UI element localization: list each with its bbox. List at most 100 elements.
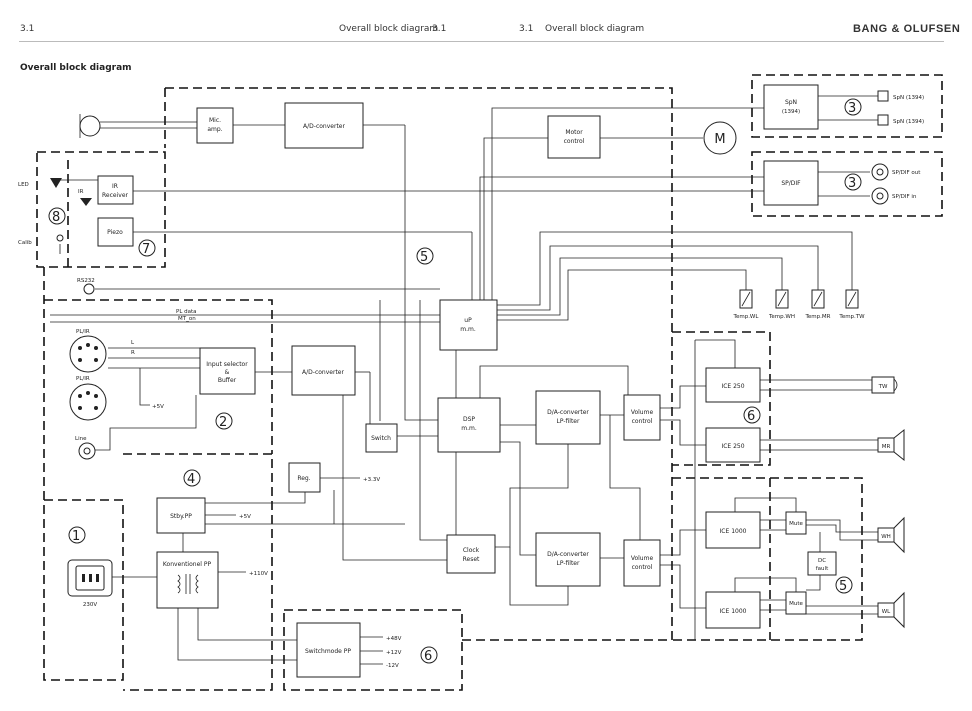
svg-text:Reset: Reset <box>463 556 480 563</box>
svg-text:+110V: +110V <box>249 571 268 577</box>
input-selector-block: Input selector & Buffer <box>199 347 256 395</box>
section-outlines <box>36 74 943 691</box>
svg-text:Switch: Switch <box>371 435 391 442</box>
spn-block: SpN (1394) <box>763 84 819 130</box>
svg-text:LP-filter: LP-filter <box>557 418 580 425</box>
svg-text:Temp.WH: Temp.WH <box>768 314 795 320</box>
svg-text:(1394): (1394) <box>782 109 800 115</box>
mute-block-2: Mute <box>785 591 807 615</box>
standby-psu-block: Stby.PP +5V <box>156 497 251 534</box>
svg-text:SP/DIF in: SP/DIF in <box>892 194 917 200</box>
volume-control-block-1: Volume control <box>623 394 661 441</box>
svg-text:SpN (1394): SpN (1394) <box>893 95 924 101</box>
temp-sensor-tw: Temp.TW <box>838 289 865 320</box>
mt-on-label: MT_on <box>178 316 196 322</box>
svg-text:WH: WH <box>881 534 891 540</box>
svg-text:D/A-converter: D/A-converter <box>547 409 589 416</box>
temp-sensor-mr: Temp.MR <box>805 289 831 320</box>
pl-ir-socket-2: PL/IR <box>69 376 107 421</box>
right-channel-label: R <box>131 350 135 356</box>
svg-text:LED: LED <box>18 182 29 188</box>
svg-text:control: control <box>632 564 653 571</box>
svg-text:ICE 250: ICE 250 <box>721 383 744 390</box>
svg-text:3: 3 <box>848 176 856 191</box>
svg-text:amp.: amp. <box>207 126 222 133</box>
svg-text:3: 3 <box>848 101 856 116</box>
svg-text:230V: 230V <box>83 602 97 608</box>
svg-text:ICE 250: ICE 250 <box>721 443 744 450</box>
svg-text:&: & <box>225 369 230 376</box>
temp-sensor-wh: Temp.WH <box>768 289 795 320</box>
svg-text:Mic.: Mic. <box>209 117 221 124</box>
page-title: Overall block diagram <box>20 63 132 73</box>
switch-block: Switch <box>365 423 398 453</box>
svg-text:fault: fault <box>816 566 829 572</box>
dc-fault-block: DC fault <box>807 551 837 576</box>
svg-text:control: control <box>632 418 653 425</box>
microphone-icon <box>79 114 101 138</box>
ir-receiver-block: IR Receiver <box>97 175 134 205</box>
header-title-2: Overall block diagram <box>545 24 645 34</box>
svg-text:ICE 1000: ICE 1000 <box>720 608 747 615</box>
svg-text:control: control <box>564 138 585 145</box>
svg-text:Clock: Clock <box>463 547 480 554</box>
speaker-wl-icon: WL <box>877 591 905 629</box>
regulator-block: Reg. +3.3V <box>288 462 380 493</box>
plus5v-label-a: +5V <box>152 404 164 410</box>
temp-sensor-wl: Temp.WL <box>733 289 760 320</box>
speaker-mr-icon: MR <box>877 428 905 462</box>
svg-text:Mute: Mute <box>789 601 803 607</box>
calib-button-icon: Calib <box>18 234 64 246</box>
header-section-number-2: 3.1 <box>432 24 447 34</box>
volume-control-block-2: Volume control <box>623 539 661 587</box>
svg-text:M: M <box>714 132 725 147</box>
svg-text:+5V: +5V <box>239 514 251 520</box>
dac-block-1: D/A-converter LP-filter <box>535 390 601 445</box>
spn-connector-1: SpN (1394) <box>877 90 924 102</box>
svg-text:6: 6 <box>424 649 432 664</box>
svg-text:Input selector: Input selector <box>206 361 248 368</box>
svg-text:A/D-converter: A/D-converter <box>303 123 345 130</box>
svg-text:PL/IR: PL/IR <box>76 329 90 335</box>
line-input-jack: Line <box>75 436 96 460</box>
svg-text:4: 4 <box>187 472 195 487</box>
svg-text:Line: Line <box>75 436 87 442</box>
spdif-block: SP/DIF <box>763 160 819 206</box>
brand-logo: BANG & OLUFSEN <box>853 23 961 35</box>
microprocessor-block: uP m.m. <box>439 299 498 351</box>
spn-connector-2: SpN (1394) <box>877 114 924 126</box>
left-channel-label: L <box>131 340 135 346</box>
signal-lines <box>50 95 880 665</box>
svg-text:Temp.WL: Temp.WL <box>733 314 760 320</box>
section-numbers: 3 3 8 7 5 2 4 1 6 5 6 <box>48 98 862 664</box>
svg-text:+3.3V: +3.3V <box>363 477 380 483</box>
svg-text:-12V: -12V <box>386 663 399 669</box>
adc-top-block: A/D-converter <box>284 102 364 149</box>
svg-text:A/D-converter: A/D-converter <box>302 369 344 376</box>
piezo-block: Piezo <box>97 217 134 247</box>
rs232-connector: RS232 <box>77 278 95 295</box>
ice250-amp-2: ICE 250 <box>705 427 761 463</box>
header-title: Overall block diagram <box>339 24 439 34</box>
svg-text:Motor: Motor <box>565 129 583 136</box>
svg-text:m.m.: m.m. <box>461 425 477 432</box>
svg-text:Piezo: Piezo <box>107 229 123 236</box>
svg-text:DSP: DSP <box>463 416 475 423</box>
svg-text:ICE 1000: ICE 1000 <box>720 528 747 535</box>
conventional-psu-block: Konventionel PP +110V <box>156 551 268 609</box>
svg-text:uP: uP <box>464 317 472 324</box>
pl-ir-socket-1: PL/IR <box>69 329 107 373</box>
dsp-block: DSP m.m. <box>437 397 501 453</box>
ir-diode-icon: IR <box>78 189 92 206</box>
motor-icon: M <box>703 121 737 155</box>
svg-text:6: 6 <box>747 409 755 424</box>
adc-mid-block: A/D-converter <box>291 345 356 396</box>
svg-text:Receiver: Receiver <box>102 192 128 199</box>
svg-text:LP-filter: LP-filter <box>557 560 580 567</box>
svg-text:PL/IR: PL/IR <box>76 376 90 382</box>
svg-text:D/A-converter: D/A-converter <box>547 551 589 558</box>
ice1000-amp-1: ICE 1000 <box>705 511 761 549</box>
svg-text:IR: IR <box>112 183 118 190</box>
svg-text:Temp.MR: Temp.MR <box>805 314 831 320</box>
